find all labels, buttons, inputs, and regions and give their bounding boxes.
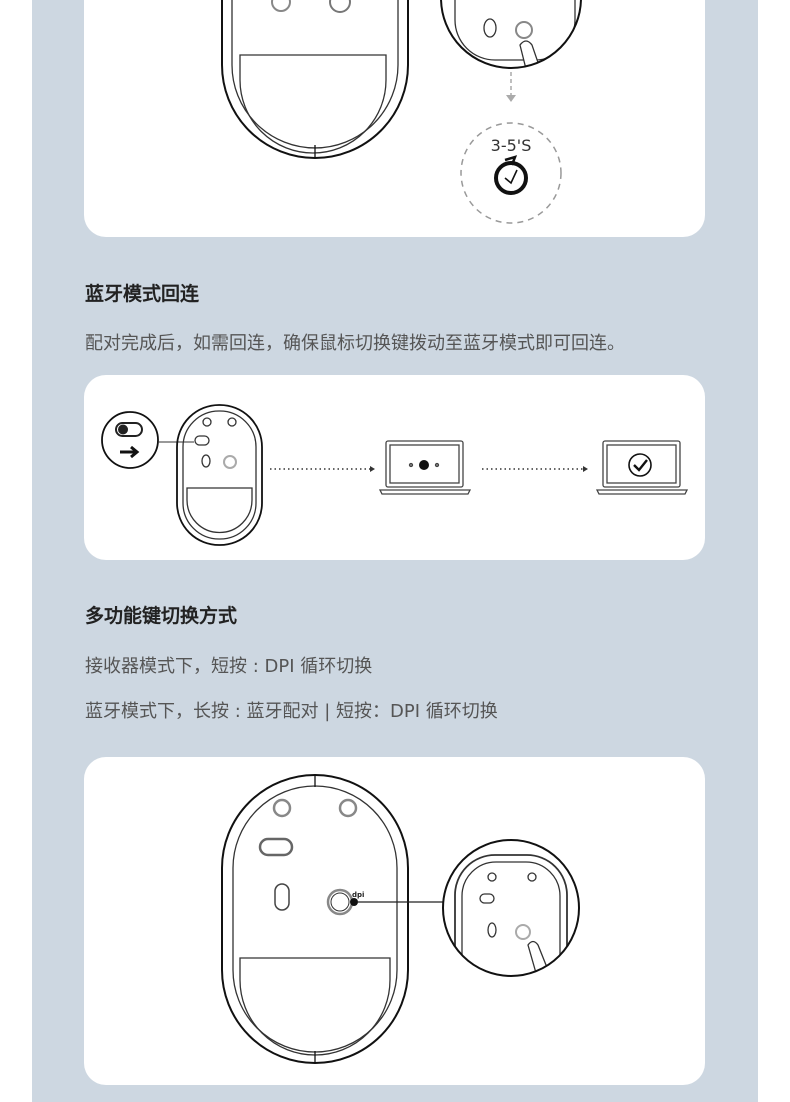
zoom-circle-outline-2: [442, 839, 580, 977]
dpi-button-illustration-card: [84, 757, 705, 1085]
reconnect-illustration-card: [84, 375, 705, 560]
dpi-button-marker: [350, 898, 358, 906]
multifunction-line-receiver: 接收器模式下，短按 : DPI 循环切换: [85, 656, 373, 677]
mouse-bottom-view-partial: [221, 0, 409, 159]
section-title-multifunction: 多功能键切换方式: [85, 605, 238, 627]
zoom-circle-dpi-press-2: [454, 854, 568, 976]
timer-icon: [494, 155, 528, 195]
arrow-right-icon: [120, 445, 140, 459]
section-title-bt-reconnect: 蓝牙模式回连: [85, 283, 200, 305]
mouse-small-bottom-view: [176, 404, 263, 546]
laptop-bluetooth-pairing-icon: [378, 440, 472, 495]
dpi-label: dpi: [352, 891, 364, 899]
mouse-bottom-view: [221, 774, 409, 1064]
timer-dashed-circle: [460, 122, 562, 224]
arrow-head-icon: [506, 95, 516, 102]
switch-zoom-circle: [101, 411, 159, 469]
mode-switch-icon: [115, 422, 143, 437]
pairing-illustration-card: [84, 0, 705, 237]
multifunction-line-bluetooth: 蓝牙模式下，长按 : 蓝牙配对 | 短按：DPI 循环切换: [85, 701, 498, 722]
section-desc-bt-reconnect: 配对完成后，如需回连，确保鼠标切换键拨动至蓝牙模式即可回连。: [85, 333, 625, 354]
duration-label: 3-5'S: [491, 136, 532, 155]
zoom-circle-dpi-press: [454, 0, 576, 68]
laptop-connected-check-icon: [595, 440, 689, 495]
zoom-circle-outline: [440, 0, 582, 69]
